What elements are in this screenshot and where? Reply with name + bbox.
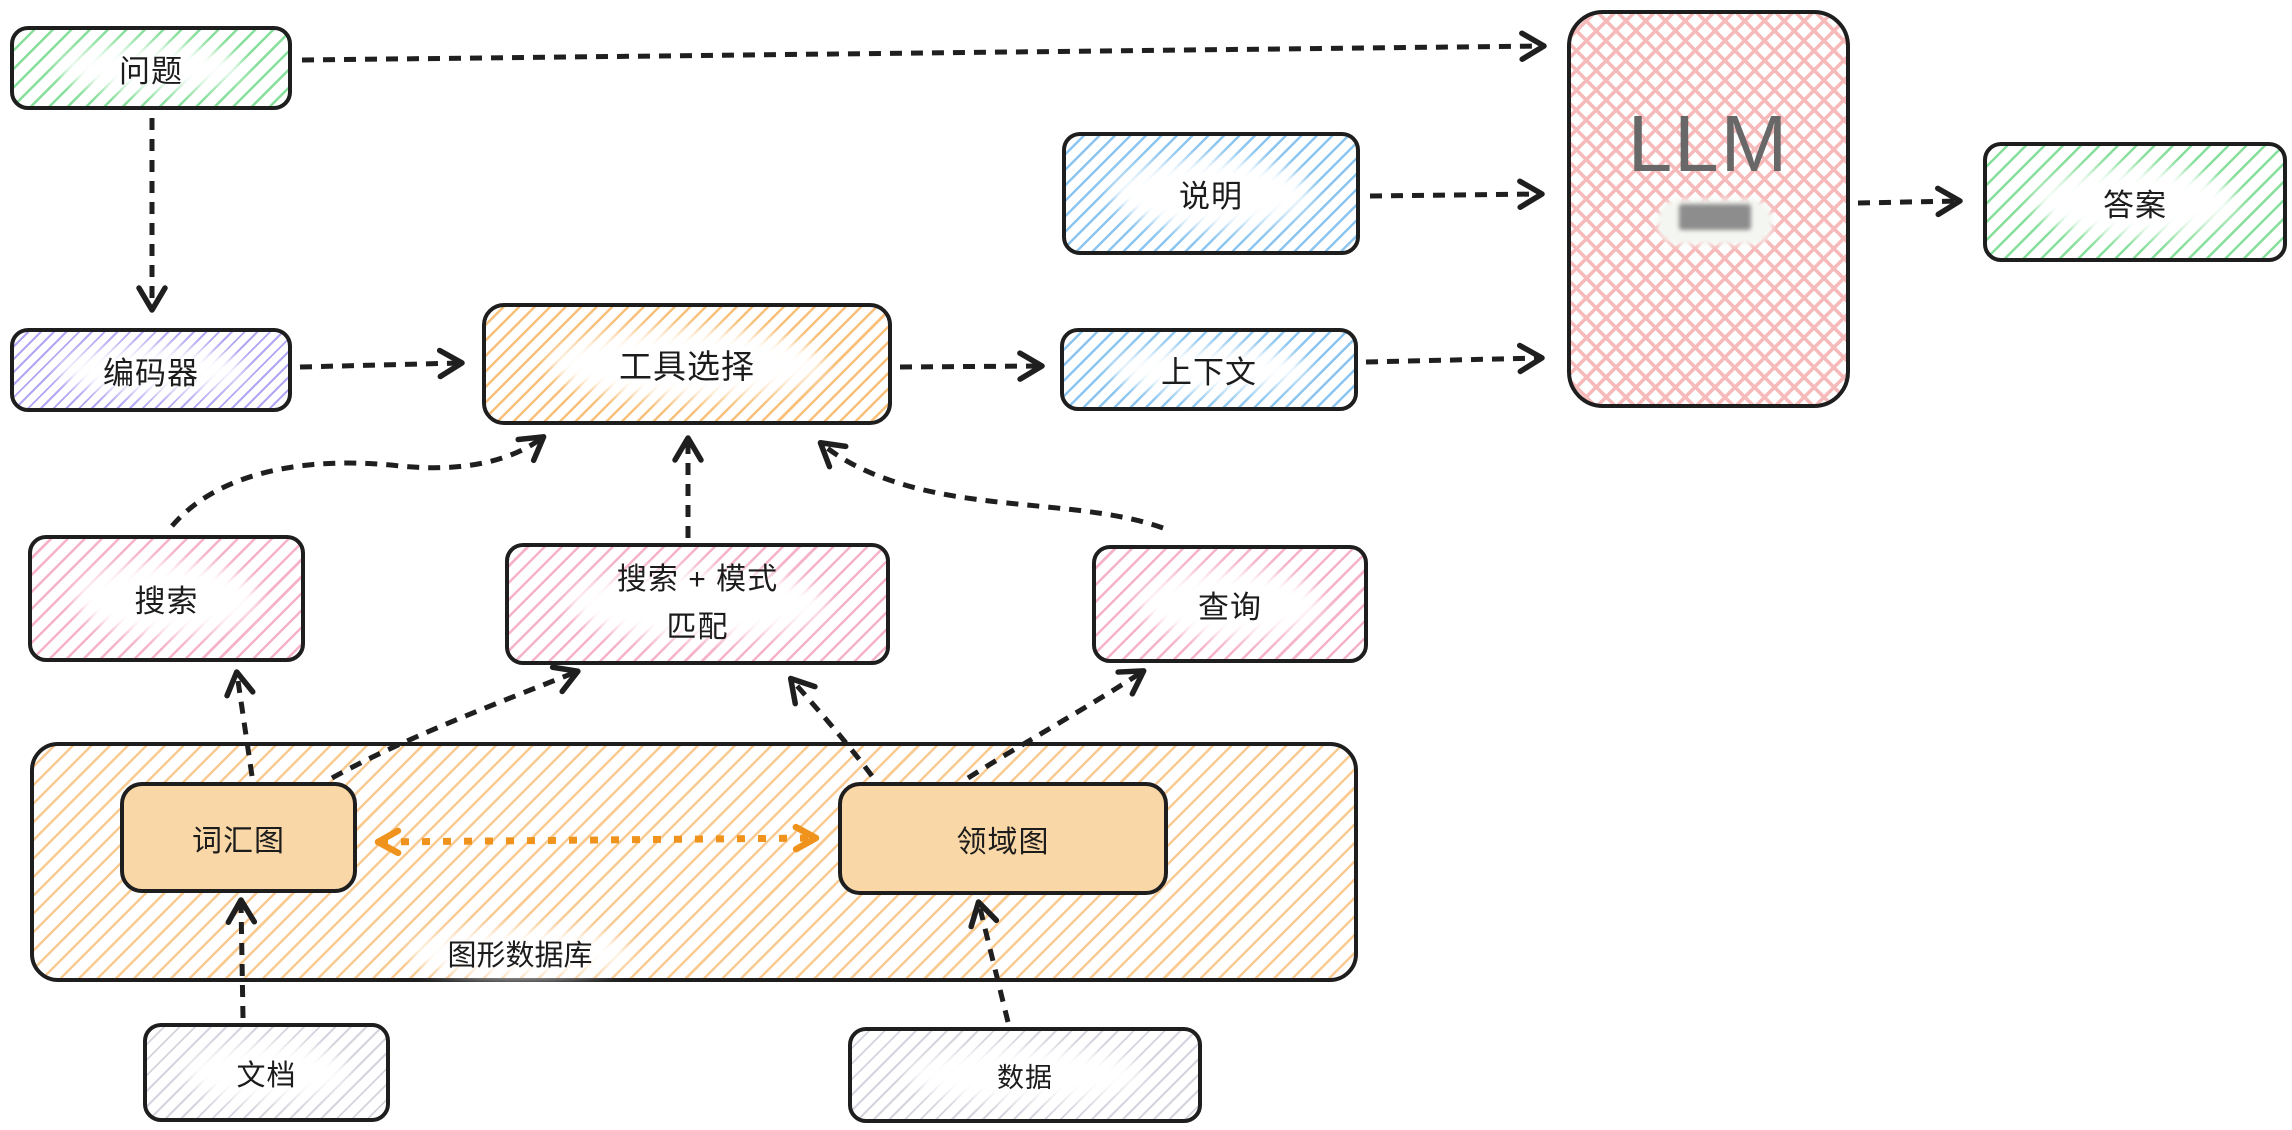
query-label: 查询 [1198, 589, 1262, 625]
domain-graph-node: 领域图 [838, 782, 1168, 895]
edge-tool-selection-to-context [899, 350, 1045, 382]
tool-selection-label: 工具选择 [619, 348, 755, 385]
edge-instructions-to-llm [1369, 178, 1545, 210]
erased-smudge [907, 1048, 1143, 1102]
lexical-graph-label: 词汇图 [192, 824, 285, 858]
erased-smudge [57, 45, 245, 91]
search-node: 搜索 [28, 535, 305, 662]
instructions-label: 说明 [1179, 179, 1243, 214]
answer-node: 答案 [1983, 142, 2287, 262]
erased-smudge [2034, 168, 2236, 236]
blurred-text-patch-dark [1679, 204, 1751, 230]
erased-smudge [185, 1045, 348, 1100]
lexical-graph-node: 词汇图 [120, 782, 357, 893]
erased-smudge [57, 347, 245, 393]
question-label: 问题 [119, 53, 183, 89]
erased-smudge [409, 929, 631, 977]
documents-label: 文档 [236, 1059, 297, 1092]
llm-node: LLM [1567, 10, 1850, 408]
erased-smudge [75, 562, 258, 635]
edge-llm-to-answer [1857, 185, 1963, 218]
search-pattern-line1: 搜索 + 模式 [616, 563, 779, 596]
search-pattern-match-label: 搜索 + 模式 匹配 [617, 556, 778, 652]
context-label: 上下文 [1161, 355, 1257, 390]
domain-graph-label: 领域图 [956, 825, 1050, 859]
erased-smudge [550, 329, 824, 399]
search-pattern-line2: 匹配 [666, 611, 729, 644]
graph-database-label: 图形数据库 [400, 926, 640, 980]
tool-selection-node: 工具选择 [482, 303, 892, 425]
edge-question-to-llm [301, 30, 1547, 63]
answer-label: 答案 [2103, 187, 2167, 223]
erased-smudge [1112, 159, 1310, 228]
encoder-label: 编码器 [103, 355, 199, 391]
edge-query-to-tool-selection [817, 440, 1164, 531]
edge-context-to-llm [1365, 342, 1545, 375]
question-node: 问题 [10, 26, 292, 110]
edge-search-to-tool-selection [170, 434, 547, 528]
graph-database-text: 图形数据库 [447, 940, 593, 972]
data-node: 数据 [848, 1027, 1202, 1123]
encoder-node: 编码器 [10, 328, 292, 412]
data-label: 数据 [997, 1062, 1053, 1093]
context-node: 上下文 [1060, 328, 1358, 411]
instructions-node: 说明 [1062, 132, 1360, 255]
erased-smudge [1110, 347, 1308, 392]
search-label: 搜索 [134, 584, 199, 619]
llm-label: LLM [1627, 99, 1790, 188]
query-node: 查询 [1092, 545, 1368, 663]
edge-encoder-to-tool-selection [299, 347, 465, 380]
documents-node: 文档 [143, 1023, 390, 1122]
erased-smudge [1138, 571, 1322, 637]
erased-smudge [569, 569, 826, 639]
search-pattern-match-node: 搜索 + 模式 匹配 [505, 543, 890, 665]
